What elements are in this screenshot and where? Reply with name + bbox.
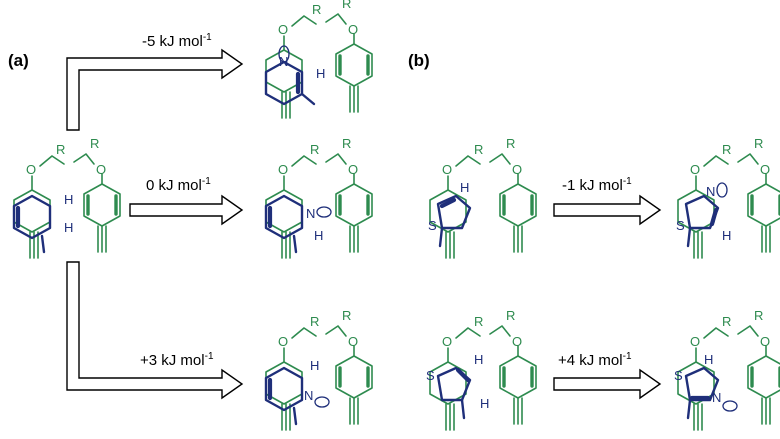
svg-text:R: R xyxy=(56,142,65,157)
arrow-a-top xyxy=(66,48,244,131)
molecule-a-top-pyridine: R O R O N H xyxy=(264,0,374,120)
svg-text:O: O xyxy=(278,22,288,37)
energy-label-b-bottom: +4 kJ mol-1 xyxy=(558,351,632,369)
svg-text:H: H xyxy=(314,228,323,243)
svg-text:R: R xyxy=(310,142,319,157)
svg-text:N: N xyxy=(304,388,313,403)
svg-text:H: H xyxy=(480,396,489,411)
svg-text:R: R xyxy=(342,308,351,323)
svg-text:O: O xyxy=(26,162,36,177)
svg-text:H: H xyxy=(64,220,73,235)
svg-text:O: O xyxy=(348,22,358,37)
svg-text:R: R xyxy=(754,136,763,151)
svg-text:O: O xyxy=(690,162,700,177)
svg-text:O: O xyxy=(512,162,522,177)
svg-text:R: R xyxy=(342,136,351,151)
svg-text:R: R xyxy=(474,314,483,329)
svg-text:R: R xyxy=(90,136,99,151)
svg-text:R: R xyxy=(722,142,731,157)
molecule-a-middle-pyridine: R O R O N H xyxy=(264,136,374,260)
molecule-b-bottom-thiazole: R O R O S H N xyxy=(674,308,780,432)
molecule-b-top-thiazole: R O R O S N H xyxy=(676,136,780,260)
svg-text:O: O xyxy=(442,162,452,177)
svg-text:O: O xyxy=(442,334,452,349)
molecule-a-reference: R O R O H H xyxy=(12,136,122,260)
svg-text:O: O xyxy=(760,334,770,349)
svg-text:R: R xyxy=(722,314,731,329)
svg-text:H: H xyxy=(316,66,325,81)
energy-label-a-middle: 0 kJ mol-1 xyxy=(146,176,211,194)
arrow-a-bottom xyxy=(66,261,244,400)
svg-text:R: R xyxy=(474,142,483,157)
svg-text:O: O xyxy=(278,162,288,177)
svg-text:S: S xyxy=(426,368,435,383)
panel-label-a: (a) xyxy=(8,51,29,70)
svg-text:R: R xyxy=(754,308,763,323)
energy-label-b-top: -1 kJ mol-1 xyxy=(562,176,632,194)
svg-text:R: R xyxy=(310,314,319,329)
svg-text:O: O xyxy=(96,162,106,177)
svg-text:S: S xyxy=(674,368,683,383)
svg-text:O: O xyxy=(348,162,358,177)
svg-text:O: O xyxy=(278,334,288,349)
svg-text:O: O xyxy=(690,334,700,349)
svg-text:S: S xyxy=(676,218,685,233)
svg-text:N: N xyxy=(712,390,721,405)
svg-text:H: H xyxy=(460,180,469,195)
molecule-b-top-thiophene: R O R O S H xyxy=(428,136,538,260)
svg-text:O: O xyxy=(760,162,770,177)
svg-text:S: S xyxy=(428,218,437,233)
svg-text:H: H xyxy=(704,352,713,367)
svg-text:N: N xyxy=(306,206,315,221)
arrow-a-middle xyxy=(129,194,244,226)
energy-label-a-bottom: +3 kJ mol-1 xyxy=(140,351,214,369)
svg-text:R: R xyxy=(506,308,515,323)
molecule-a-bottom-pyridine: R O R O H N xyxy=(264,308,374,432)
svg-text:H: H xyxy=(310,358,319,373)
panel-label-b: (b) xyxy=(408,51,430,70)
molecule-b-bottom-thiophene: R O R O S H H xyxy=(426,308,538,432)
svg-text:R: R xyxy=(312,2,321,17)
svg-text:H: H xyxy=(64,192,73,207)
svg-text:O: O xyxy=(348,334,358,349)
svg-text:H: H xyxy=(474,352,483,367)
svg-text:H: H xyxy=(722,228,731,243)
svg-text:N: N xyxy=(706,184,715,199)
svg-text:R: R xyxy=(342,0,351,11)
svg-text:O: O xyxy=(512,334,522,349)
energy-label-a-top: -5 kJ mol-1 xyxy=(142,32,212,50)
svg-text:R: R xyxy=(506,136,515,151)
arrow-b-top xyxy=(553,194,662,226)
arrow-b-bottom xyxy=(553,368,662,400)
